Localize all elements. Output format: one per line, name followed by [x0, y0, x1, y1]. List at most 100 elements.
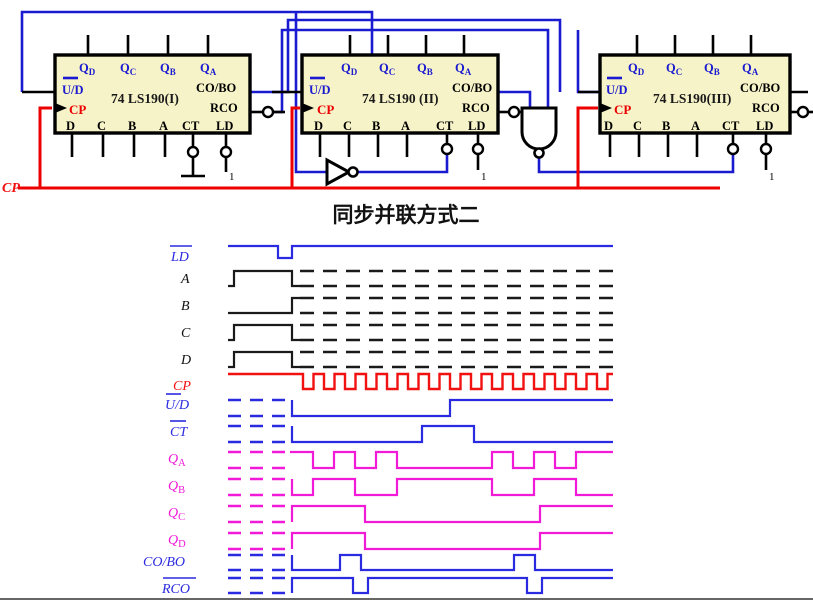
- chip3-name: 74 LS190(III): [653, 91, 731, 106]
- wire-inverter-input: [294, 92, 327, 174]
- chip2-pin-D: D: [314, 119, 323, 133]
- waveform-trace-CT: [290, 424, 613, 444]
- chip2-pin-RCO: RCO: [462, 101, 490, 115]
- chip2-ct-bubble: [440, 142, 454, 156]
- chip1-top-pins: [86, 35, 210, 55]
- cp-input-label: CP: [2, 181, 20, 196]
- chip1-ground-symbol: [181, 157, 205, 178]
- waveform-row-QB: QB: [168, 477, 613, 497]
- waveform-label-COBO: CO/BO: [143, 555, 185, 570]
- waveform-trace-RCO: [290, 576, 613, 595]
- waveform-trace-QB: [290, 477, 613, 497]
- chip3-pin-B: B: [662, 119, 670, 133]
- waveform-row-QD: QD: [168, 531, 613, 551]
- chip1-pin-UD: U/D: [62, 83, 84, 97]
- chip1-ld-bubble: [219, 145, 233, 159]
- waveform-trace-QD: [290, 531, 613, 551]
- chip1-pin-CT: CT: [182, 119, 200, 133]
- waveform-trace-C: [228, 323, 300, 342]
- chip-74ls190-II[interactable]: QD QC QB QA U/D CP 74 LS190 (II) CO/BO R…: [272, 35, 533, 183]
- wire-chip2-cobo-to-nand: [498, 90, 532, 108]
- chip2-body[interactable]: [300, 53, 500, 135]
- chip2-pin-CT: CT: [436, 119, 454, 133]
- waveform-label-LD: LD: [170, 250, 189, 265]
- chip3-rco-bubble: [796, 105, 810, 119]
- waveform-label-B: B: [181, 299, 190, 314]
- wire-cp-to-chip3: [576, 106, 598, 188]
- wire-nand-to-chip3-ct: [537, 145, 735, 174]
- chip2-clock-triangle: [302, 103, 314, 113]
- chip3-pin-COBO: CO/BO: [740, 81, 781, 95]
- chip2-pin-LD: LD: [468, 119, 485, 133]
- chip2-top-pins: [348, 35, 466, 55]
- inverter-gate[interactable]: [325, 157, 359, 187]
- waveform-row-LD: LD: [170, 244, 613, 265]
- waveform-trace-A: [228, 269, 300, 288]
- waveform-label-D: D: [180, 353, 191, 368]
- chip3-ct-bubble: [726, 142, 740, 156]
- chip1-pin-LD: LD: [216, 119, 233, 133]
- chip3-clock-triangle: [600, 103, 612, 113]
- timing-diagram: LD A B C D: [143, 244, 613, 597]
- chip3-pin-CP: CP: [614, 102, 631, 117]
- chip1-pin-RCO: RCO: [210, 101, 238, 115]
- chip2-ld-one: 1: [481, 171, 487, 183]
- chip3-bottom-pins: [608, 133, 768, 157]
- chip2-ld-bubble: [471, 142, 485, 156]
- waveform-trace-LD: [228, 244, 613, 260]
- wire-chip3-ud-feed: [576, 30, 600, 94]
- chip1-pin-D: D: [66, 119, 75, 133]
- chip3-pin-RCO: RCO: [752, 101, 780, 115]
- waveform-label-QD: QD: [168, 533, 186, 550]
- waveform-row-RCO: RCO: [161, 576, 613, 597]
- chip1-body[interactable]: [53, 53, 252, 135]
- chip-74ls190-III[interactable]: QD QC QB QA U/D CP 74 LS190(III) CO/BO R…: [578, 35, 813, 183]
- waveform-row-C: C: [181, 323, 613, 342]
- chip3-pin-LD: LD: [756, 119, 773, 133]
- chip1-pin-CP: CP: [69, 102, 86, 117]
- chip2-pin-C: C: [343, 119, 352, 133]
- waveform-row-CT: CT: [170, 420, 613, 444]
- waveform-row-D: D: [180, 350, 613, 369]
- chip2-rco-bubble: [507, 105, 521, 119]
- waveform-trace-UD: [290, 398, 613, 418]
- waveform-row-QA: QA: [168, 450, 613, 470]
- waveform-trace-D: [228, 350, 300, 369]
- chip-74ls190-I[interactable]: QD QC QB QA U/D CP 74 LS190(I) CO/BO RCO…: [22, 35, 285, 183]
- chip3-pin-CT: CT: [722, 119, 740, 133]
- waveform-row-UD: U/D: [165, 393, 613, 418]
- chip3-pin-A: A: [691, 119, 700, 133]
- chip3-ld-one: 1: [769, 171, 775, 183]
- waveform-row-B: B: [181, 296, 613, 315]
- chip2-pin-UD: U/D: [309, 83, 331, 97]
- wire-ud-bus-outer: [20, 10, 374, 92]
- chip2-pin-CP: CP: [317, 102, 334, 117]
- waveform-row-QC: QC: [168, 504, 613, 524]
- waveform-trace-QA: [290, 450, 613, 470]
- waveform-label-QC: QC: [168, 506, 185, 523]
- wire-cp-to-chip2: [290, 106, 300, 188]
- waveform-label-QB: QB: [168, 479, 185, 496]
- chip1-pin-COBO: CO/BO: [196, 81, 237, 95]
- chip1-rco-bubble: [261, 105, 275, 119]
- chip2-name: 74 LS190 (II): [362, 91, 439, 106]
- chip3-ld-bubble: [759, 142, 773, 156]
- chip1-name: 74 LS190(I): [111, 91, 179, 106]
- inverter-bubble: [347, 166, 359, 178]
- chip1-pin-C: C: [97, 119, 106, 133]
- waveform-label-QA: QA: [168, 452, 186, 469]
- waveform-label-CP: CP: [173, 379, 191, 394]
- waveform-trace-COBO: [290, 553, 613, 572]
- chip2-pin-A: A: [401, 119, 410, 133]
- nand-body: [520, 106, 558, 151]
- chip3-body[interactable]: [598, 53, 792, 135]
- nand-gate[interactable]: [520, 106, 558, 159]
- wire-cp-to-chip1: [38, 106, 52, 188]
- red-clock-bus: [18, 106, 720, 190]
- waveform-label-C: C: [181, 326, 191, 341]
- chip2-pin-COBO: CO/BO: [452, 81, 493, 95]
- waveform-trace-QC: [290, 504, 613, 524]
- waveform-trace-CP: [228, 372, 613, 391]
- waveform-trace-B: [228, 296, 300, 315]
